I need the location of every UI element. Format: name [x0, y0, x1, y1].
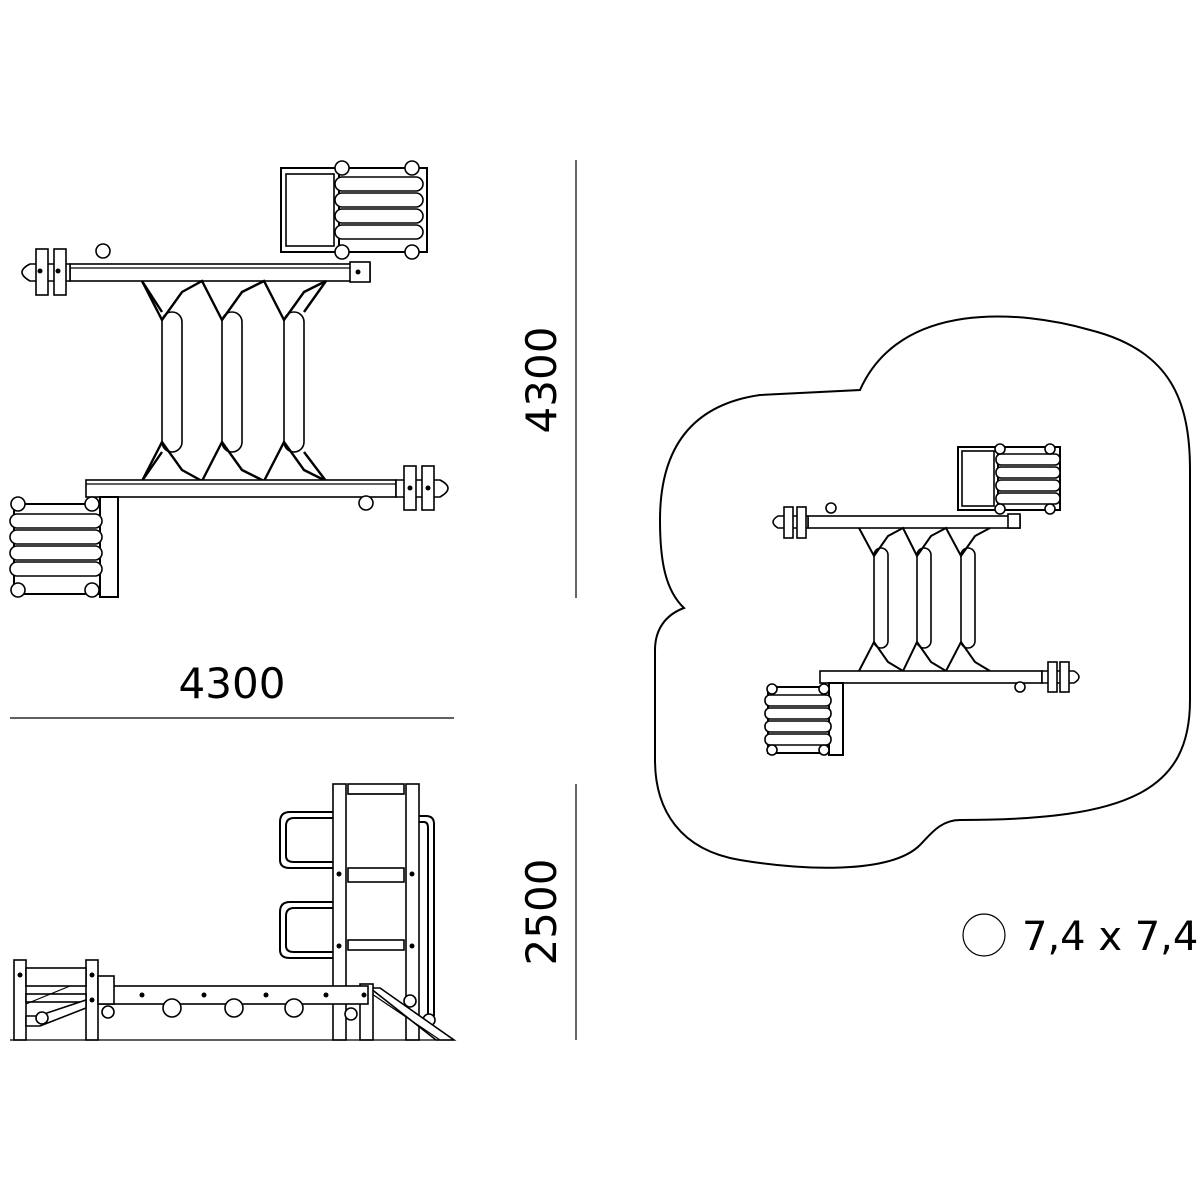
- side-view: [10, 783, 457, 1041]
- lower-platform: [9, 496, 119, 598]
- safety-area: [654, 315, 1191, 869]
- safety-area-label: 7,4 x 7,4: [1022, 914, 1198, 960]
- dimension-lines: [10, 160, 577, 1040]
- bottom-rail: [85, 465, 449, 511]
- area-symbol-icon: [962, 913, 1006, 957]
- area-legend: 7,4 x 7,4: [962, 913, 1198, 960]
- side-height-label: 2500: [517, 859, 566, 966]
- top-rail: [21, 243, 371, 296]
- area-equipment: [764, 443, 1080, 756]
- plan-view: [9, 160, 449, 598]
- chains: [140, 279, 327, 483]
- plan-width-label: 4300: [179, 659, 286, 708]
- upper-platform: [280, 160, 428, 260]
- rungs: [161, 311, 305, 453]
- plan-depth-label: 4300: [517, 327, 566, 434]
